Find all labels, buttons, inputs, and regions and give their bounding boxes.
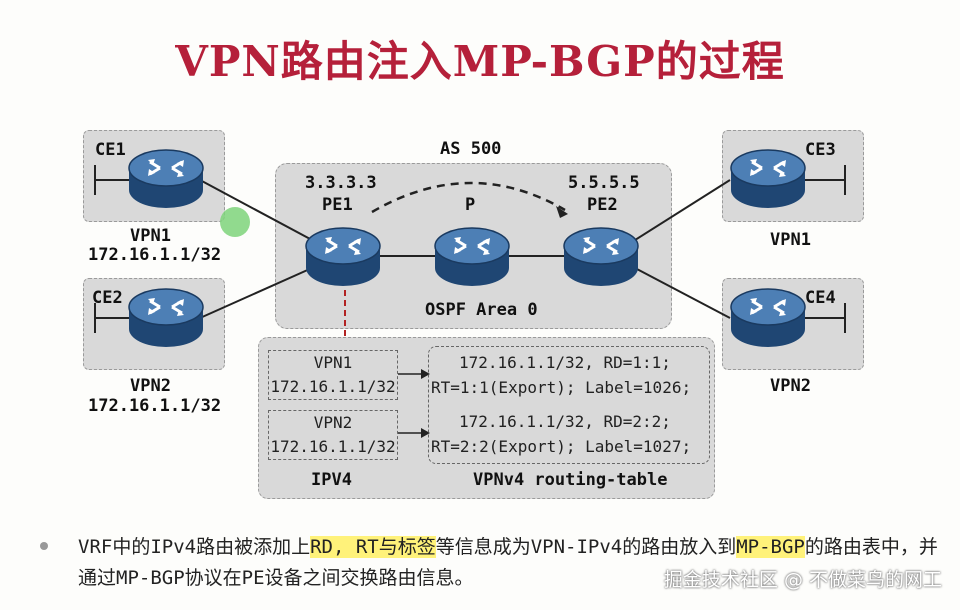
ce1-label: CE1 (95, 140, 126, 160)
page-title: VPN路由注入MP-BGP的过程 (175, 37, 785, 86)
note-part1: VRF中的IPv4路由被添加上 (78, 536, 311, 558)
ipv4-label: IPV4 (311, 470, 352, 490)
ce4-label: CE4 (805, 288, 836, 308)
router-icon (305, 226, 381, 288)
watermark: 掘金技术社区 @ 不做菜鸟的网工 (663, 569, 942, 591)
pe2-ip-label: 5.5.5.5 (568, 173, 640, 193)
pe1-label: PE1 (322, 195, 353, 215)
note-highlight-rd-rt: RD, RT与标签 (310, 536, 436, 558)
pe1-ip-label: 3.3.3.3 (305, 173, 377, 193)
router-icon (730, 148, 806, 210)
ce2-vpn-label: VPN2 (130, 376, 171, 396)
description-text: VRF中的IPv4路由被添加上RD, RT与标签等信息成为VPN-IPv4的路由… (78, 532, 948, 594)
vpnv4-entry-line: RT=1:1(Export); Label=1026; (431, 378, 692, 397)
vrf-prefix: 172.16.1.1/32 (270, 377, 396, 396)
vrf-table-region (258, 337, 715, 499)
vpnv4-label: VPNv4 routing-table (473, 470, 668, 490)
mpbgp-arrow (371, 181, 566, 214)
router-icon (730, 287, 806, 349)
vrf2-arrowhead (421, 428, 430, 438)
ce2-label: CE2 (92, 288, 123, 308)
p-label: P (465, 195, 476, 215)
ce4-vpn-label: VPN2 (770, 376, 811, 396)
ce3-label: CE3 (805, 140, 836, 160)
vrf-box-vpn1: VPN1 172.16.1.1/32 (268, 350, 398, 400)
vpnv4-entry-line: 172.16.1.1/32, RD=2:2; (459, 412, 671, 431)
link-ce1-pe1 (199, 179, 313, 241)
vpnv4-entry-line: RT=2:2(Export); Label=1027; (431, 437, 692, 456)
ce1-vpn-label: VPN1 (130, 226, 171, 246)
vpnv4-entry-line: 172.16.1.1/32, RD=1:1; (459, 353, 671, 372)
note-part3: 的路由表中，并通过MP-BGP协议在PE设备之间交换路由信息。 (78, 536, 938, 589)
link-pe2-ce4 (634, 267, 731, 319)
router-icon (434, 226, 510, 288)
mpbgp-arrowhead (556, 206, 568, 218)
ce2-prefix-label: 172.16.1.1/32 (88, 396, 222, 416)
ce1-prefix-label: 172.16.1.1/32 (88, 245, 222, 265)
note-highlight-mpbgp: MP-BGP (736, 536, 805, 558)
note-part2: 等信息成为VPN-IPv4的路由放入到 (435, 536, 737, 558)
router-icon (128, 287, 204, 349)
vpnv4-table: 172.16.1.1/32, RD=1:1; RT=1:1(Export); L… (428, 346, 710, 464)
ce3-vpn-label: VPN1 (770, 230, 811, 250)
vrf-box-vpn2: VPN2 172.16.1.1/32 (268, 410, 398, 460)
vrf1-arrowhead (421, 369, 430, 379)
vrf-prefix: 172.16.1.1/32 (270, 437, 396, 456)
link-pe2-ce3 (634, 179, 731, 241)
router-icon (563, 226, 639, 288)
router-icon (128, 148, 204, 210)
vrf-vpn-name: VPN1 (313, 353, 353, 372)
as-label: AS 500 (440, 139, 502, 159)
cursor-highlight-dot (220, 207, 250, 237)
vrf-vpn-name: VPN2 (313, 413, 353, 432)
link-ce2-pe1 (199, 267, 313, 319)
ospf-label: OSPF Area 0 (425, 300, 538, 320)
pe2-label: PE2 (587, 195, 618, 215)
bullet-icon (40, 542, 48, 550)
